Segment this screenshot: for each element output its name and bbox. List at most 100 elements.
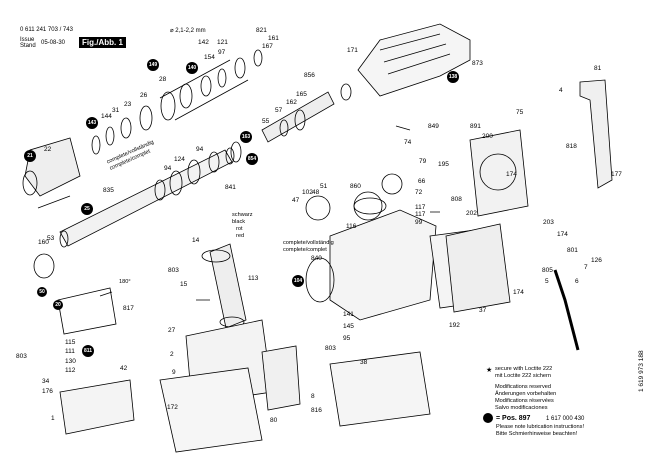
part-label: 840 xyxy=(311,255,322,262)
star-symbol: ★ xyxy=(486,367,493,374)
circled-label: 25 xyxy=(81,203,93,215)
part-label: 94 xyxy=(196,146,204,153)
part-label: 51 xyxy=(320,183,328,190)
part-label: 202 xyxy=(466,210,477,217)
angle-note: 180° xyxy=(119,279,131,285)
part-label: 803 xyxy=(168,267,179,274)
part-label: 821 xyxy=(256,27,267,34)
part-label: 94 xyxy=(164,165,172,172)
part-label: 200 xyxy=(482,133,493,140)
part-label: 841 xyxy=(225,184,236,191)
part-label: 80 xyxy=(270,417,278,424)
part-label: 161 xyxy=(268,35,279,42)
part-label: 31 xyxy=(112,107,120,114)
part-label: 79 xyxy=(419,158,427,165)
part-label: 15 xyxy=(180,281,188,288)
part-label: 28 xyxy=(159,76,167,83)
lubrication-note: Please note lubrication instructions! Bi… xyxy=(496,424,584,437)
part-label: 174 xyxy=(506,171,517,178)
part-label: 102 xyxy=(302,189,313,196)
circled-label: 163 xyxy=(240,131,252,143)
part-label: 174 xyxy=(513,289,524,296)
part-label: 117 xyxy=(415,204,426,211)
wire-color-red: rot red xyxy=(236,226,245,239)
upper-ring-chain xyxy=(91,49,263,155)
part-label: 121 xyxy=(217,39,228,46)
document-number: 1 619 973 188 xyxy=(638,350,645,392)
part-label: 141 xyxy=(343,311,354,318)
part-label: 801 xyxy=(567,247,578,254)
part-label: 14 xyxy=(192,237,200,244)
circled-label: 149 xyxy=(147,59,159,71)
pos-number: 1 617 000 430 xyxy=(546,416,585,422)
part-label: 803 xyxy=(16,353,27,360)
part-label: 5 xyxy=(545,278,549,285)
part-label: 115 xyxy=(65,339,76,346)
part-label: 22 xyxy=(44,146,52,153)
part-label: 81 xyxy=(594,65,602,72)
part-label: 6 xyxy=(575,278,579,285)
part-label: 4 xyxy=(559,87,563,94)
part-label: 167 xyxy=(262,43,273,50)
part-label: 817 xyxy=(123,305,134,312)
circled-label: 138 xyxy=(447,71,459,83)
part-label: 154 xyxy=(204,54,215,61)
part-label: 176 xyxy=(42,388,53,395)
part-label: 818 xyxy=(566,143,577,150)
circled-label: 21 xyxy=(24,150,36,162)
pos-label: = Pos. 897 xyxy=(496,415,531,422)
part-label: 160 xyxy=(38,239,49,246)
part-label: 99 xyxy=(415,219,423,226)
circled-label: 854 xyxy=(246,153,258,165)
part-label: 808 xyxy=(451,196,462,203)
part-label: 116 xyxy=(346,223,357,230)
part-label: 26 xyxy=(140,92,148,99)
circled-label: 143 xyxy=(86,117,98,129)
issue-date: 05-08-30 xyxy=(41,40,66,46)
part-label: 195 xyxy=(438,161,449,168)
part-label: 126 xyxy=(591,257,602,264)
circled-label: 50 xyxy=(37,287,47,297)
part-label: 72 xyxy=(415,189,423,196)
circled-label: 140 xyxy=(186,62,198,74)
part-label: 130 xyxy=(65,358,76,365)
part-label: 145 xyxy=(343,323,354,330)
part-label: 34 xyxy=(42,378,50,385)
loctite-legend: secure with Loctite 222 mit Loctite 222 … xyxy=(495,366,553,379)
part-label: 835 xyxy=(103,187,114,194)
part-label: 172 xyxy=(167,404,178,411)
part-label: 97 xyxy=(218,49,226,56)
part-label: 849 xyxy=(428,123,439,130)
part-label: 117 xyxy=(415,211,426,218)
part-label: 47 xyxy=(292,197,300,204)
part-label: 8 xyxy=(311,393,315,400)
part-label: 55 xyxy=(262,118,270,125)
part-label: 203 xyxy=(543,219,554,226)
clamp-range: ⌀ 2,1-2,2 mm xyxy=(170,28,206,34)
part-label: 7 xyxy=(584,264,588,271)
part-label: 891 xyxy=(470,123,481,130)
part-label: 142 xyxy=(198,39,209,46)
part-label: 1 xyxy=(51,415,55,422)
issue-label: Issue xyxy=(20,37,35,43)
modifications-note: Modifications reserved Änderungen vorbeh… xyxy=(495,384,557,411)
part-label: 856 xyxy=(304,72,315,79)
part-label: 816 xyxy=(311,407,322,414)
part-label: 171 xyxy=(347,47,358,54)
part-label: 111 xyxy=(65,348,75,355)
part-label: 42 xyxy=(120,365,128,372)
part-label: 162 xyxy=(286,99,297,106)
circled-label: 104 xyxy=(292,275,304,287)
part-label: 57 xyxy=(275,107,283,114)
part-label: 165 xyxy=(296,91,307,98)
part-label: 112 xyxy=(65,367,76,374)
part-label: 53 xyxy=(47,235,55,242)
part-label: 38 xyxy=(360,359,368,366)
stand-label: Stand xyxy=(20,43,36,49)
part-label: 805 xyxy=(542,267,553,274)
part-label: 873 xyxy=(472,60,483,67)
part-label: 95 xyxy=(343,335,351,342)
part-label: 124 xyxy=(174,156,185,163)
